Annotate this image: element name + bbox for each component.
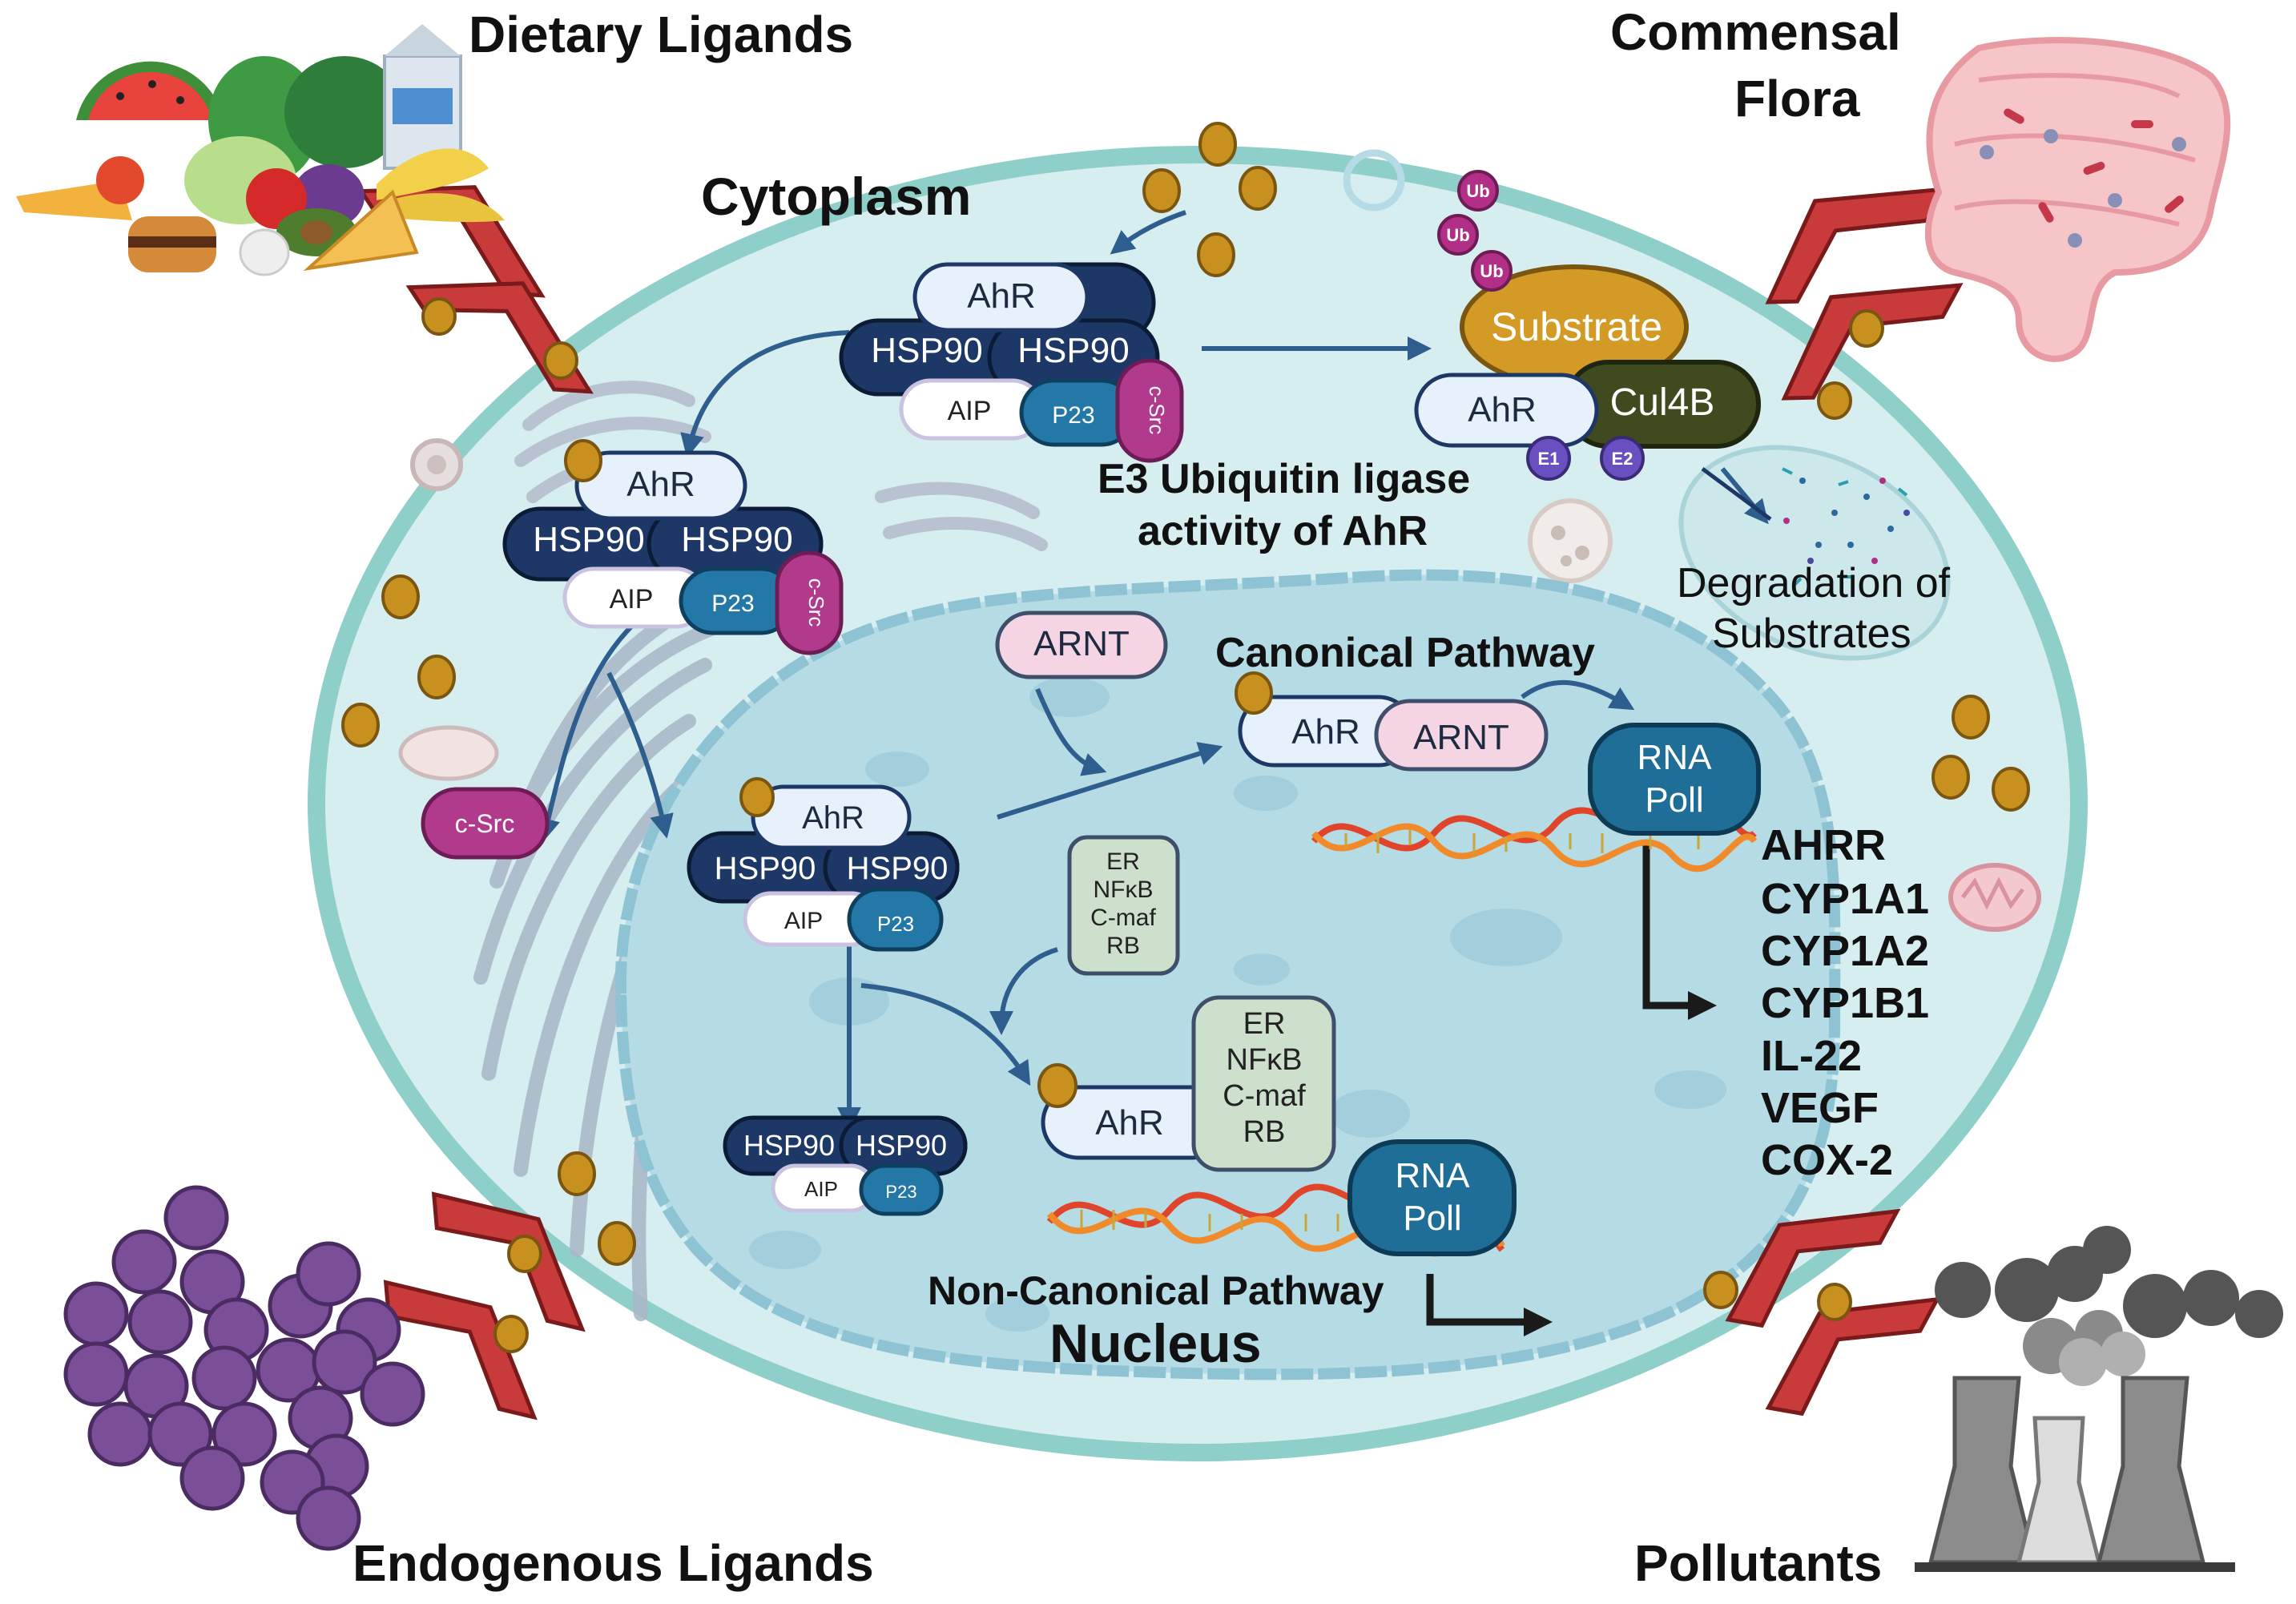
label-non-canonical-pathway: Non-Canonical Pathway [928, 1268, 1384, 1313]
csrc-label: c-Src [455, 809, 515, 838]
p23-label: P23 [711, 590, 754, 617]
label-e3-line2: activity of AhR [1138, 508, 1428, 554]
ahr-label: AhR [802, 800, 864, 836]
cul4b-label: Cul4B [1610, 381, 1715, 424]
membrane-receptor-bottom-right [1703, 1208, 1941, 1417]
cofactor-box-free: ER NFκB C-maf RB [1067, 835, 1180, 976]
label-canonical-pathway: Canonical Pathway [1215, 630, 1595, 676]
label-commensal: Commensal [1610, 3, 1901, 61]
cofactor-label: RB [1106, 933, 1140, 959]
label-e3-line1: E3 Ubiquitin ligase [1098, 456, 1470, 502]
p23-label: P23 [877, 912, 914, 936]
ahr-complex-cytoplasm-left: AhR HSP90 HSP90 AIP P23 c-Src [502, 439, 844, 655]
label-dietary-ligands: Dietary Ligands [469, 6, 853, 63]
ahr-label: AhR [967, 276, 1036, 316]
label-flora: Flora [1734, 70, 1860, 127]
ahr-complex-cytoplasm-top: AhR HSP90 HSP90 AIP P23 c-Src [839, 262, 1184, 463]
aip-label: AIP [948, 396, 992, 426]
e2-label: E2 [1612, 449, 1633, 469]
arnt-label: ARNT [1413, 718, 1509, 757]
cofactor-label: ER [1106, 848, 1140, 875]
endogenous-ligand-cluster [63, 1185, 425, 1551]
csrc-label: c-Src [1145, 386, 1169, 435]
hsp90-label: HSP90 [681, 520, 792, 559]
target-gene: CYP1A1 [1761, 875, 1929, 923]
target-gene-list: AHRR CYP1A1 CYP1A2 CYP1B1 IL-22 VEGF COX… [1761, 821, 1929, 1184]
hsp90-label: HSP90 [856, 1129, 947, 1162]
mitochondria [398, 725, 2041, 932]
hsp90-released: HSP90 HSP90 AIP P23 [723, 1115, 968, 1216]
p23-label: P23 [1052, 402, 1094, 429]
membrane-receptor-top-left [357, 185, 594, 394]
hsp90-label: HSP90 [743, 1129, 835, 1162]
ahr-label: AhR [626, 465, 695, 504]
target-gene: CYP1B1 [1761, 979, 1929, 1027]
cofactor-label: RB [1243, 1115, 1286, 1149]
food-illustration [16, 24, 505, 276]
ub-label: Ub [1480, 261, 1503, 281]
rna-pol-label: RNA [1637, 738, 1713, 777]
ahr-label: AhR [1095, 1103, 1164, 1143]
rna-pol-label: Poll [1403, 1199, 1461, 1238]
rna-pol-label: RNA [1396, 1156, 1471, 1195]
label-degradation-line2: Substrates [1712, 611, 1911, 657]
ub-label: Ub [1446, 225, 1469, 245]
target-gene: CYP1A2 [1761, 927, 1929, 975]
e1-label: E1 [1538, 449, 1560, 469]
label-endogenous-ligands: Endogenous Ligands [352, 1534, 874, 1592]
target-gene: VEGF [1761, 1084, 1879, 1132]
rna-pol-canonical: RNA Poll [1588, 723, 1761, 836]
membrane-receptor-top-right [1765, 187, 1964, 420]
ligand-dots [341, 122, 2030, 1266]
hsp90-label: HSP90 [533, 520, 644, 559]
degradation-fragments [1782, 467, 1910, 586]
p23-label: P23 [885, 1182, 916, 1202]
label-degradation-line1: Degradation of [1677, 560, 1951, 607]
e3-ligase-complex: Ub Ub Ub Substrate Cul4B AhR E1 E2 [1414, 170, 1761, 481]
hsp90-label: HSP90 [847, 851, 949, 886]
target-gene: AHRR [1761, 821, 1886, 869]
ahr-cofactor-complex: AhR ER NFκB C-maf RB [1037, 995, 1336, 1172]
hsp90-label: HSP90 [715, 851, 816, 886]
degradation-arrow [1701, 466, 1772, 522]
ahr-complex-nuclear: AhR HSP90 HSP90 AIP P23 [687, 777, 960, 952]
label-pollutants: Pollutants [1634, 1534, 1882, 1592]
substrate-label: Substrate [1491, 304, 1662, 349]
gut-illustration [1924, 37, 2231, 362]
vesicles [410, 149, 1613, 583]
label-cytoplasm: Cytoplasm [701, 167, 971, 226]
ahr-arnt-complex: AhR ARNT [1235, 671, 1549, 772]
target-gene: COX-2 [1761, 1136, 1893, 1184]
cofactor-label: C-maf [1090, 905, 1156, 931]
factory-illustration [1915, 1226, 2283, 1572]
cofactor-label: NFκB [1227, 1043, 1303, 1077]
aip-label: AIP [610, 584, 654, 615]
label-nucleus: Nucleus [1049, 1313, 1262, 1374]
csrc-label: c-Src [804, 578, 828, 627]
aip-label: AIP [804, 1177, 838, 1201]
cofactor-label: C-maf [1223, 1079, 1306, 1113]
rna-pol-noncanonical: RNA Poll [1347, 1139, 1517, 1256]
ub-label: Ub [1466, 181, 1489, 201]
aip-label: AIP [784, 908, 823, 934]
ahr-label: AhR [1468, 390, 1537, 429]
ahr-label: AhR [1291, 712, 1360, 752]
arnt-free: ARNT [995, 611, 1168, 679]
cofactor-label: NFκB [1094, 877, 1154, 903]
nucleus [614, 569, 1841, 1380]
cofactor-label: ER [1243, 1007, 1286, 1041]
arrows [536, 210, 1769, 1131]
hsp90-label: HSP90 [871, 331, 982, 370]
rna-pol-label: Poll [1645, 780, 1703, 820]
transcription-arrows [1426, 841, 1717, 1336]
arnt-label: ARNT [1033, 624, 1130, 663]
hsp90-label: HSP90 [1017, 331, 1129, 370]
target-gene: IL-22 [1761, 1032, 1862, 1080]
free-csrc: c-Src [421, 787, 550, 860]
